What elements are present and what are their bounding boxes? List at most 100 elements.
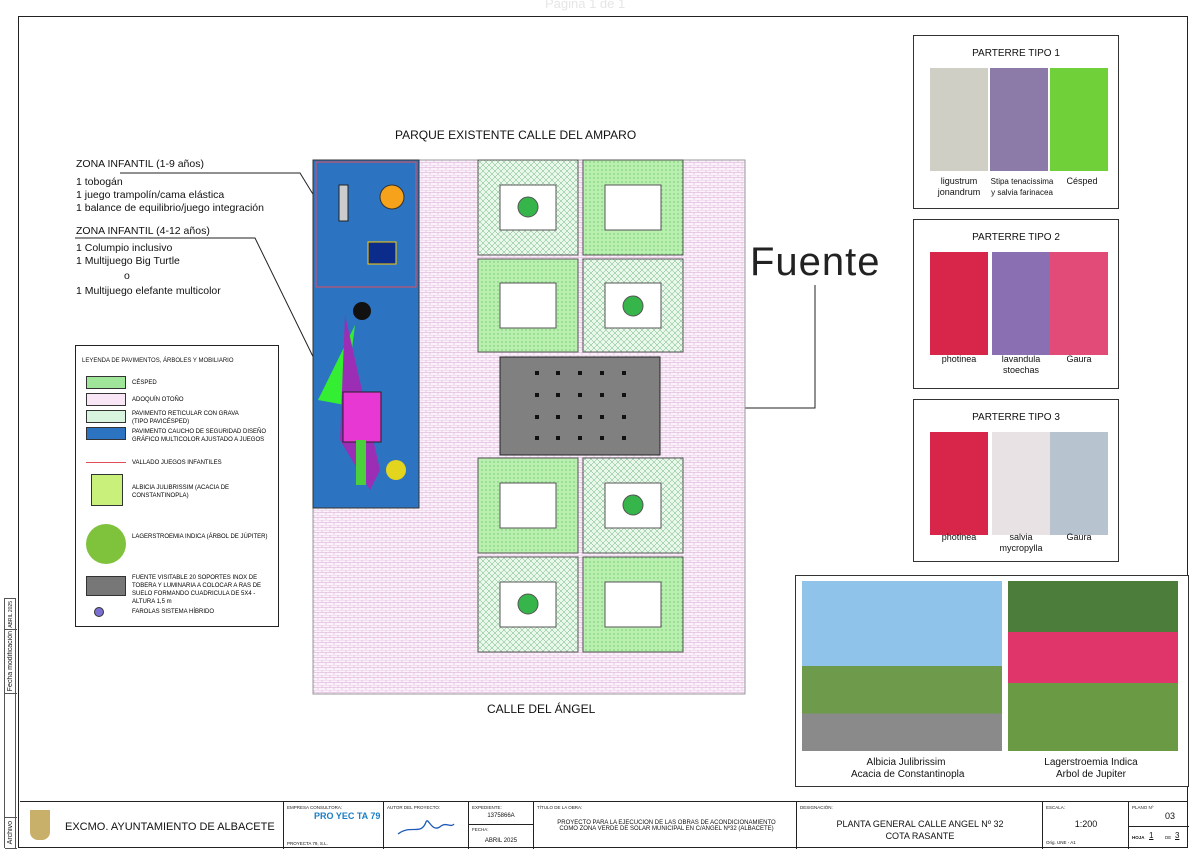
label: DESIGNACIÓN:	[800, 805, 833, 810]
tree-caption: Albicia Julibrissim	[866, 757, 946, 768]
photo-photinea	[930, 252, 988, 355]
parterre-title: PARTERRE TIPO 3	[972, 412, 1060, 423]
label: EXPEDIENTE:	[472, 805, 502, 810]
zone-2-item: 1 Columpio inclusivo	[76, 242, 173, 254]
plant-caption: ligustrum jonandrum	[937, 176, 981, 197]
photo-photinea	[930, 432, 988, 535]
zone-2-item: 1 Multijuego elefante multicolor	[76, 285, 221, 297]
fecha-mod-segment: Fecha modificación	[5, 630, 17, 694]
parterre-title: PARTERRE TIPO 2	[972, 232, 1060, 243]
swatch-cesped	[86, 376, 126, 389]
sheet-frame	[18, 16, 1188, 848]
plano-cell: PLANO Nº 03 HOJA 1 DE 3	[1128, 802, 1189, 849]
label: EMPRESA CONSULTORA:	[287, 805, 343, 810]
fountain-callout: Fuente	[750, 240, 881, 284]
albicia-icon	[91, 474, 123, 506]
garden-beds	[477, 159, 684, 653]
designacion-cell: DESIGNACIÓN: PLANTA GENERAL CALLE ANGEL …	[796, 802, 1042, 849]
zone-2-item: o	[124, 270, 130, 282]
label: AUTOR DEL PROYECTO:	[387, 805, 441, 810]
consultora-name: PROYECTA 79, S.L.	[287, 841, 328, 846]
photo-albicia	[802, 581, 1002, 751]
legend-title: LEYENDA DE PAVIMENTOS, ÁRBOLES Y MOBILIA…	[82, 358, 234, 364]
hoja-label: HOJA	[1132, 835, 1145, 840]
tree-caption: Lagerstroemia Indica	[1044, 757, 1138, 768]
entity-name: EXCMO. AYUNTAMIENTO DE ALBACETE	[65, 821, 275, 833]
tree-caption: Acacia de Constantinopla	[851, 769, 965, 780]
photo-lavandula	[992, 252, 1050, 355]
legend-item: ADOQUÍN OTOÑO	[132, 397, 184, 403]
legend-item: CÉSPED	[132, 380, 157, 386]
plant-caption: photinea	[941, 532, 977, 542]
bottom-street-label: CALLE DEL ÁNGEL	[487, 702, 596, 716]
zone-1-item: 1 balance de equilibrio/juego integració…	[76, 202, 264, 214]
archivo-segment: Archivo	[5, 818, 17, 849]
legend-item: PAVIMENTO RETICULAR CON GRAVA (TIPO PAVI…	[132, 411, 239, 425]
hoja-value: 1	[1149, 831, 1154, 840]
photo-salvia	[992, 432, 1050, 535]
expediente-cell: EXPEDIENTE: 1375866A FECHA: ABRIL 2025	[468, 802, 533, 849]
plant-caption: Stipa tenacissima y salvia farinacea	[990, 177, 1054, 197]
signature	[397, 820, 455, 835]
zone-2-item: 1 Multijuego Big Turtle	[76, 255, 180, 267]
de-value: 3	[1175, 831, 1180, 840]
swatch-reticular	[86, 410, 126, 423]
file-segment	[5, 694, 17, 818]
parterre-panel-3: PARTERRE TIPO 3 photinea salvia mycropyl…	[913, 399, 1119, 562]
title-block: EXCMO. AYUNTAMIENTO DE ALBACETE EMPRESA …	[20, 801, 1189, 849]
parterre-title: PARTERRE TIPO 1	[972, 48, 1060, 59]
escala-cell: ESCALA: 1:200 Orig. UNE - A1	[1042, 802, 1128, 849]
streetlight-icon	[94, 607, 104, 617]
tree-caption: Arbol de Jupiter	[1055, 769, 1127, 780]
legend-item: FUENTE VISITABLE 20 SOPORTES INOX DE TOB…	[132, 575, 262, 605]
legend: LEYENDA DE PAVIMENTOS, ÁRBOLES Y MOBILIA…	[75, 345, 279, 627]
page-watermark: Página 1 de 1	[545, 0, 626, 11]
legend-item: FAROLAS SISTEMA HÍBRIDO	[132, 609, 215, 615]
photo-lagerstroemia	[1008, 581, 1178, 751]
photo-stipa	[990, 68, 1048, 171]
label: FECHA:	[472, 827, 489, 832]
label: PLANO Nº	[1132, 805, 1154, 810]
consultora-logo: PRO YEC TA 79	[314, 811, 381, 821]
plant-caption: Césped	[1066, 176, 1098, 186]
photo-ligustrum	[930, 68, 988, 171]
parterre-panel-1: PARTERRE TIPO 1 ligustrum jonandrum Stip…	[913, 35, 1119, 209]
legend-item: PAVIMENTO CAUCHO DE SEGURIDAD DISEÑO GRÁ…	[132, 429, 267, 443]
escala-value: 1:200	[1074, 819, 1098, 829]
plant-caption: lavandula stoechas	[1001, 354, 1041, 375]
coat-of-arms-icon	[30, 810, 50, 840]
titulo-cell: TÍTULO DE LA OBRA: PROYECTO PARA LA EJEC…	[533, 802, 796, 849]
parterre-panel-2: PARTERRE TIPO 2 photinea lavandula stoec…	[913, 219, 1119, 389]
plant-caption: Gaura	[1066, 532, 1092, 542]
swatch-caucho	[86, 427, 126, 440]
fecha-segment: ABRIL 2025	[5, 599, 17, 630]
zone-2-title: ZONA INFANTIL (4-12 años)	[76, 225, 210, 237]
fountain-swatch	[86, 576, 126, 596]
photo-gaura	[1050, 252, 1108, 355]
fecha-value: ABRIL 2025	[484, 838, 518, 844]
photo-cesped	[1050, 68, 1108, 171]
designacion-line2: COTA RASANTE	[885, 831, 955, 841]
swatch-adoquin	[86, 393, 126, 406]
de-label: DE	[1165, 835, 1172, 840]
plant-caption: salvia mycropylla	[999, 532, 1043, 553]
designacion-line1: PLANTA GENERAL CALLE ANGEL Nº 32	[836, 819, 1004, 829]
legend-item: VALLADO JUEGOS INFANTILES	[132, 460, 222, 466]
legend-item: LAGERSTROEMIA INDICA (ÁRBOL DE JÚPITER)	[132, 534, 268, 540]
top-street-label: PARQUE EXISTENTE CALLE DEL AMPARO	[395, 128, 637, 142]
label: ESCALA:	[1046, 805, 1066, 810]
zone-1-item: 1 tobogán	[76, 176, 123, 188]
legend-item: ALBICIA JULIBRISSIM (ACACIA DE CONSTANTI…	[132, 485, 230, 499]
titulo-value: PROYECTO PARA LA EJECUCION DE LAS OBRAS …	[557, 820, 776, 832]
orig-format: Orig. UNE - A1	[1046, 840, 1076, 845]
label: TÍTULO DE LA OBRA:	[537, 805, 583, 810]
tree-photos-panel: Albicia Julibrissim Acacia de Constantin…	[795, 575, 1189, 787]
consultora-cell: EMPRESA CONSULTORA: PRO YEC TA 79 PROYEC…	[283, 802, 383, 849]
zone-1-title: ZONA INFANTIL (1-9 años)	[76, 158, 204, 170]
photo-gaura	[1050, 432, 1108, 535]
swatch-vallado	[86, 462, 126, 463]
side-strip: ABRIL 2025 Fecha modificación Archivo	[4, 598, 17, 849]
plano-value: 03	[1165, 811, 1176, 821]
